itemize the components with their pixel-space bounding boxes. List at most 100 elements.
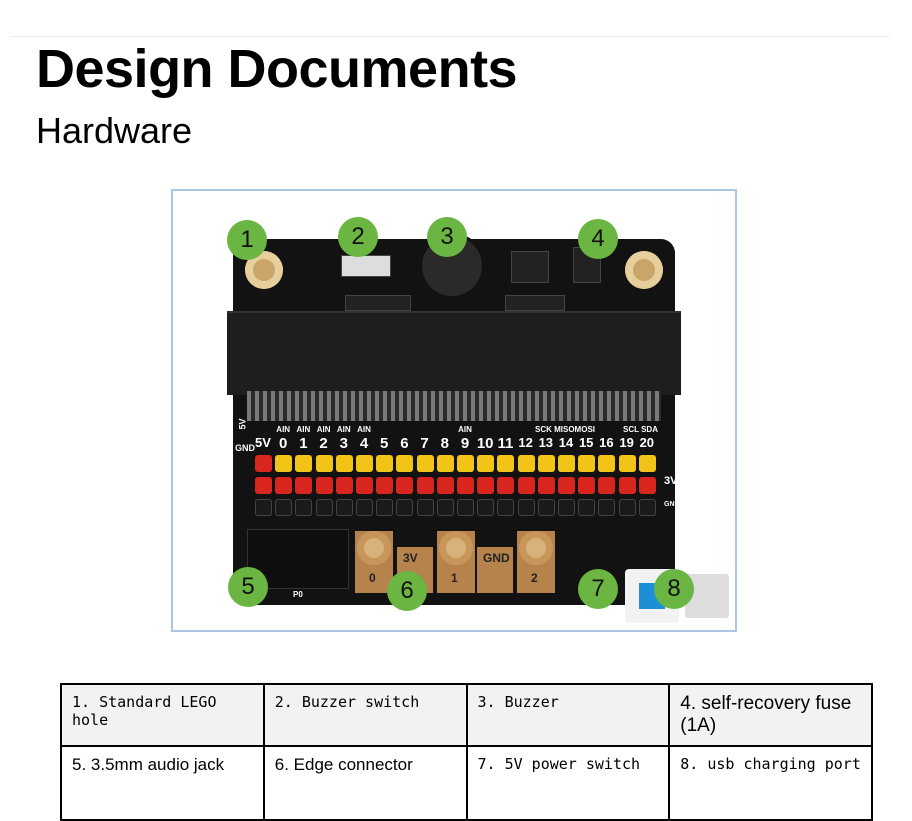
ain-label: AIN — [357, 425, 371, 434]
ain-label: AIN — [296, 425, 311, 434]
header-pin — [578, 477, 596, 494]
header-pin — [376, 499, 394, 516]
ain-label: AIN — [316, 425, 331, 434]
regulator-chip — [511, 251, 549, 283]
header-pin — [497, 477, 515, 494]
callout-6: 6 — [387, 571, 427, 611]
pin-label: 5 — [380, 435, 389, 452]
expansion-board: 5V GND SCK MISOMOSI SCL SDA 3V GND P0 5V… — [227, 233, 729, 623]
label-spi: SCK MISOMOSI — [535, 425, 596, 434]
header-pin — [578, 499, 596, 516]
ain-label: AIN — [336, 425, 351, 434]
pin-label: 0 — [279, 435, 288, 452]
callout-3: 3 — [427, 217, 467, 257]
header-pin — [477, 477, 495, 494]
header-pin — [416, 455, 434, 472]
header-pin — [457, 477, 474, 494]
table-row: 5. 3.5mm audio jack 6. Edge connector 7.… — [60, 745, 873, 821]
header-pin — [558, 455, 575, 472]
edge-connector-label: GND — [483, 551, 510, 565]
label-p0: P0 — [293, 590, 303, 599]
header-pin — [356, 455, 373, 472]
callout-7: 7 — [578, 569, 618, 609]
table-cell: 3. Buzzer — [465, 683, 671, 747]
edge-connector-label: 1 — [451, 571, 458, 585]
header-pin — [275, 499, 293, 516]
callout-2: 2 — [338, 217, 378, 257]
header-pin — [335, 455, 353, 472]
pin-label: 14 — [558, 435, 574, 450]
header-pin — [457, 455, 474, 472]
header-pin — [396, 477, 414, 494]
callout-5: 5 — [228, 567, 268, 607]
pin-label: 2 — [319, 435, 328, 452]
header-pin — [335, 499, 353, 516]
pin-label: 15 — [578, 435, 594, 450]
pin-label: 3 — [339, 435, 348, 452]
label-5v-side: 5V — [237, 418, 248, 430]
microbit-slot — [227, 311, 681, 395]
resistor-array — [505, 295, 565, 311]
header-pin — [255, 499, 272, 516]
header-pin — [396, 455, 414, 472]
header-pin — [295, 499, 313, 516]
header-pin — [255, 477, 272, 494]
header-pin — [275, 477, 293, 494]
pin-label: 6 — [400, 435, 409, 452]
table-cell: 1. Standard LEGO hole — [60, 683, 265, 747]
table-cell: 4. self-recovery fuse (1A) — [668, 683, 873, 747]
edge-connector-ring — [519, 531, 553, 565]
header-pin — [598, 455, 616, 472]
pin-label: 9 — [460, 435, 470, 452]
pin-label: 13 — [538, 435, 554, 450]
edge-connector-label: 3V — [403, 551, 418, 565]
header-pin — [396, 499, 414, 516]
header-pin — [356, 477, 373, 494]
header-pin — [638, 499, 656, 516]
header-pin — [416, 477, 434, 494]
header-pin — [558, 477, 575, 494]
header-pin — [578, 455, 596, 472]
pin-label: 1 — [299, 435, 308, 452]
header-pin — [497, 499, 515, 516]
header-pin — [315, 477, 333, 494]
table-row: 1. Standard LEGO hole 2. Buzzer switch 3… — [60, 683, 873, 747]
pin-label: 12 — [518, 435, 533, 450]
hardware-photo: 5V GND SCK MISOMOSI SCL SDA 3V GND P0 5V… — [171, 189, 737, 632]
header-pin — [457, 499, 474, 516]
label-i2c: SCL SDA — [623, 425, 658, 434]
edge-connector-pad — [477, 547, 513, 593]
label-gnd-right: GND — [664, 501, 680, 508]
table-cell: 7. 5V power switch — [465, 745, 671, 821]
header-pin — [638, 455, 656, 472]
header-pin — [618, 455, 636, 472]
pin-label: 20 — [639, 435, 655, 450]
label-3v: 3V — [664, 475, 678, 487]
header-pin — [497, 455, 515, 472]
header-pin — [255, 455, 272, 472]
pin-label: 11 — [497, 435, 514, 452]
header-pin — [517, 455, 535, 472]
header-pin — [477, 499, 495, 516]
label-gnd: GND — [235, 443, 255, 453]
header-pin — [315, 455, 333, 472]
header-pin — [618, 477, 636, 494]
header-pin — [558, 499, 575, 516]
ain-label: AIN — [458, 425, 472, 434]
header-rule — [10, 36, 890, 37]
callout-4: 4 — [578, 219, 618, 259]
table-cell: 8. usb charging port — [668, 745, 873, 821]
header-pin — [376, 455, 394, 472]
header-pin — [295, 477, 313, 494]
header-pin — [436, 499, 454, 516]
page-title: Design Documents — [36, 39, 518, 99]
header-pin — [295, 455, 313, 472]
header-pin — [335, 477, 353, 494]
table-cell: 6. Edge connector — [262, 745, 468, 821]
pin-label: 19 — [619, 435, 634, 450]
pin-label: 10 — [476, 435, 494, 452]
table-cell: 2. Buzzer switch — [262, 683, 468, 747]
callout-1: 1 — [227, 220, 267, 260]
edge-connector-label: 2 — [531, 571, 538, 585]
pin-label: 5V — [255, 435, 271, 450]
